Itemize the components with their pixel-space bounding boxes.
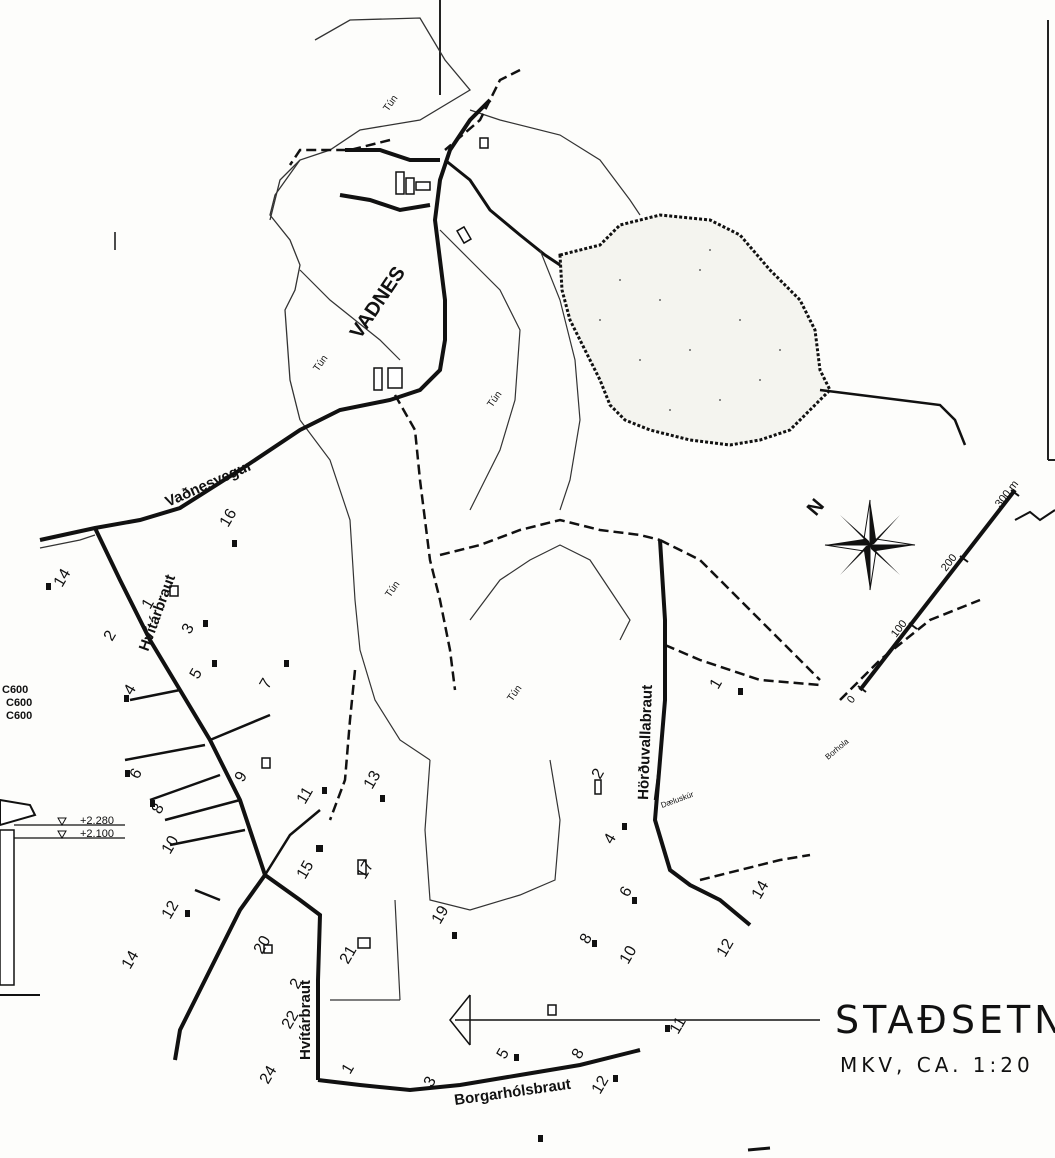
legend-code: C600 [2,684,28,696]
compass-north-label: N [803,495,829,520]
road-label-hvitarbraut: Hvítárbraut [136,572,179,653]
plot-number: 5 [187,666,206,682]
lake [558,213,832,447]
plot-number: 19 [429,903,453,927]
scale-label: 0 [845,694,858,706]
plot-number: 22 [279,1008,303,1032]
section-drawing [0,798,125,996]
pipe-legend: C600 C600 C600 [2,684,32,722]
scale-label: 200 [939,552,960,574]
plot-number: 14 [119,948,143,972]
field-label: Tún [381,93,400,113]
field-boundary [469,109,641,216]
sheet-title: STAÐSETNI [835,998,1055,1042]
plot-number: 12 [159,898,183,922]
plot-number: 15 [294,858,318,882]
plot-number: 16 [217,506,241,530]
elevation-label: +2.100 [80,828,114,840]
creek [444,158,561,267]
sheet-scale-subtitle: MKV, CA. 1:20 [840,1053,1034,1077]
plot-number: 21 [337,943,361,967]
field-boundary [439,229,521,511]
plot-number: 8 [149,801,168,817]
plot-number: 9 [232,769,251,785]
plot-number: 12 [589,1073,613,1097]
field-boundary [299,419,431,761]
plot-number: 11 [667,1014,690,1037]
field-label: Tún [485,389,504,409]
plot-number: 11 [294,784,317,807]
field-boundary [299,269,401,361]
plot-number: 1 [339,1061,358,1077]
driveways [124,688,662,902]
legend-code: C600 [6,697,32,709]
field-label: Tún [383,579,402,599]
place-name-label: VADNES [346,263,410,343]
road-label-vadnesvegur: Vaðnesvegur [163,457,255,511]
field-boundary [39,534,96,549]
road-label-borgarholsbraut: Borgarhólsbraut [453,1076,572,1109]
plot-number: 4 [121,682,140,698]
scale-bar [857,488,1020,693]
plot-number: 10 [159,833,183,857]
footpaths [288,68,981,882]
field-label: Tún [505,683,524,703]
plot-number: 14 [749,878,773,902]
plot-number: 8 [569,1046,588,1062]
borehole-label: Borhola [824,737,851,762]
plot-number: 1 [707,676,726,692]
plot-number: 10 [617,943,641,967]
plot-number: 20 [251,933,275,957]
plot-number: 17 [354,858,378,882]
field-label: Tún [311,353,330,373]
edge-mark [747,1146,771,1152]
property-boundary [269,159,301,221]
creek [819,388,967,446]
field-boundary [424,759,561,911]
plot-number: 13 [361,768,385,792]
scale-label: 100 [889,618,910,640]
plot-number: 3 [179,621,198,637]
field-boundary [330,899,401,1001]
pump-house-label: Dæluskúr [660,790,696,810]
road-label-hordvallabraut: Hörðuvallabraut [635,685,656,801]
plot-number: 14 [51,566,75,590]
plot-number: 6 [127,766,146,782]
elevation-label: +2.280 [80,815,114,827]
legend-code: C600 [6,710,32,722]
compass-rose [824,499,916,591]
plot-number: 12 [714,936,738,960]
road-label-hvitarbraut-south: Hvítárbraut [297,980,314,1060]
plot-number: 24 [257,1063,281,1087]
field-boundary [539,249,581,511]
plot-number: 4 [601,831,620,847]
creek [1014,509,1055,522]
field-boundary [469,544,631,641]
plot-number: 7 [257,676,276,692]
title-leader [449,994,820,1046]
plot-number: 5 [494,1046,513,1062]
lake-stipple [599,249,781,411]
plot-markers [46,540,743,1142]
plot-number: 2 [101,628,120,644]
plot-number: 2 [589,766,608,782]
buildings [169,137,602,1016]
